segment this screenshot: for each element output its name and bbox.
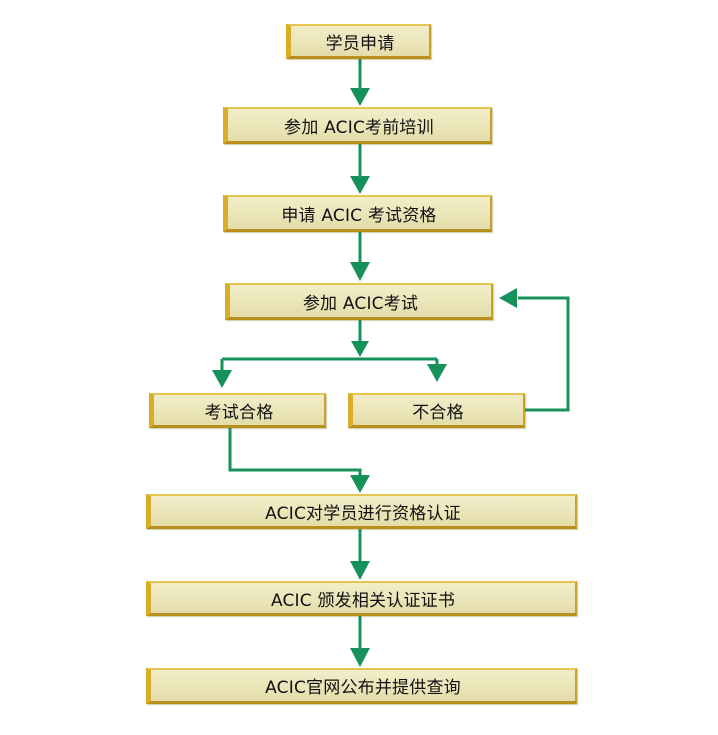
arrowhead-training-to-qualification [350,176,370,194]
step-qualification: 申请 ACIC 考试资格 [223,195,492,232]
step-issue: ACIC 颁发相关认证证书 [146,581,577,616]
arrowhead-pass-to-certify [350,475,370,493]
step-certify: ACIC对学员进行资格认证 [146,494,577,529]
arrow-fail-to-exam [518,296,570,412]
step-apply: 学员申请 [286,24,431,59]
arrowhead-to-fail [427,364,447,382]
step-pass: 考试合格 [149,393,326,428]
step-publish: ACIC官网公布并提供查询 [146,668,577,704]
arrowhead-certify-to-issue [350,561,370,580]
arrowhead-qualification-to-exam [350,262,370,281]
arrowhead-to-pass [212,370,232,388]
step-training: 参加 ACIC考前培训 [223,107,492,144]
step-exam: 参加 ACIC考试 [225,283,493,320]
arrowhead-fail-to-exam [499,288,517,308]
arrowhead-issue-to-publish [350,648,370,667]
step-fail: 不合格 [348,393,525,428]
arrowhead-apply-to-training [350,88,370,106]
arrowhead-exam-to-split [351,341,369,357]
arrow-pass-to-certify [228,427,362,477]
